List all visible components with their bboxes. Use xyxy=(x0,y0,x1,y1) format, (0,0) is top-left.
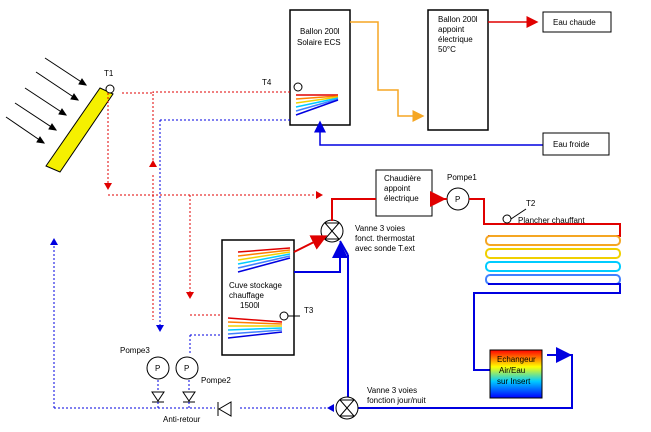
sensor-t2 xyxy=(502,214,512,224)
solar-loop-cold xyxy=(53,119,330,409)
arrow-down-3 xyxy=(156,325,164,332)
plancher-label: Plancher chauffant xyxy=(518,216,585,225)
pompe2-label: Pompe2 xyxy=(201,376,231,385)
cuve-coil-top xyxy=(237,247,291,273)
chaudiere-box xyxy=(375,169,433,217)
pompe1-symbol: P xyxy=(455,195,460,204)
vanne-jn-line2: fonction jour/nuit xyxy=(367,396,426,405)
pompe1-label: Pompe1 xyxy=(447,173,477,182)
sensor-t2-lead xyxy=(510,208,527,220)
ballon-appoint-line3: électrique xyxy=(438,35,473,44)
pompe2-symbol: P xyxy=(184,364,189,373)
cold-circuit xyxy=(294,240,573,409)
eau-froide-pipe xyxy=(314,120,543,146)
label-t3: T3 xyxy=(304,306,314,315)
vanne-thermo-line2: fonct. thermostat xyxy=(355,234,415,243)
arrow-down-2 xyxy=(186,292,194,299)
echangeur xyxy=(489,349,543,399)
pompe3-symbol: P xyxy=(155,364,160,373)
check-valves xyxy=(151,380,232,417)
sun-rays xyxy=(5,57,88,144)
eau-froide-box xyxy=(542,132,610,156)
arrow-left-1 xyxy=(327,404,334,412)
ecs-pipe xyxy=(350,21,425,122)
ballon-appoint-tank xyxy=(427,9,489,131)
chaudiere-line2: appoint xyxy=(384,184,411,193)
vanne-thermo-line3: avec sonde T.ext xyxy=(355,244,416,253)
label-t2: T2 xyxy=(526,199,536,208)
sensor-t1 xyxy=(105,84,115,94)
cuve-line3: 1500l xyxy=(240,301,260,310)
ballon-solaire-coil xyxy=(295,94,339,116)
anti-retour-label: Anti-retour xyxy=(163,415,201,424)
label-t4: T4 xyxy=(262,78,272,87)
echangeur-line3: sur Insert xyxy=(497,377,531,386)
eau-chaude-label: Eau chaude xyxy=(553,18,596,27)
pompe3-label: Pompe3 xyxy=(120,346,150,355)
cuve-coil-bottom xyxy=(227,317,283,339)
sensor-t3 xyxy=(279,311,289,321)
cuve-line1: Cuve stockage xyxy=(229,281,282,290)
solar-loop-hot xyxy=(107,91,316,320)
label-t1: T1 xyxy=(104,69,114,78)
chaudiere-line1: Chaudière xyxy=(384,174,421,183)
ballon-appoint-line4: 50°C xyxy=(438,45,456,54)
vanne-thermostat-symbol xyxy=(323,222,341,240)
arrow-right-1 xyxy=(316,191,323,199)
ballon-solaire-line2: Solaire ECS xyxy=(297,38,341,47)
vanne-thermo-line1: Vanne 3 voies xyxy=(355,224,405,233)
eau-chaude-box xyxy=(542,11,612,33)
arrow-up-1 xyxy=(149,160,157,167)
sensor-t4 xyxy=(293,82,303,92)
arrow-up-2 xyxy=(50,238,58,245)
cuve-line2: chauffage xyxy=(229,291,265,300)
arrow-down-1 xyxy=(104,183,112,190)
cuve-stockage xyxy=(221,239,295,356)
pompe3 xyxy=(146,356,170,380)
echangeur-line1: Echangeur xyxy=(497,355,536,364)
ballon-solaire-line1: Ballon 200l xyxy=(300,27,340,36)
pompe2 xyxy=(175,356,199,380)
ballon-appoint-line2: appoint xyxy=(438,25,465,34)
ballon-appoint-line1: Ballon 200l xyxy=(438,15,478,24)
eau-froide-label: Eau froide xyxy=(553,140,590,149)
vanne-jour-nuit-symbol xyxy=(338,399,356,417)
chaudiere-line3: électrique xyxy=(384,194,419,203)
echangeur-line2: Air/Eau xyxy=(499,366,525,375)
plancher-loops xyxy=(473,235,621,371)
vanne-jn-line1: Vanne 3 voies xyxy=(367,386,417,395)
